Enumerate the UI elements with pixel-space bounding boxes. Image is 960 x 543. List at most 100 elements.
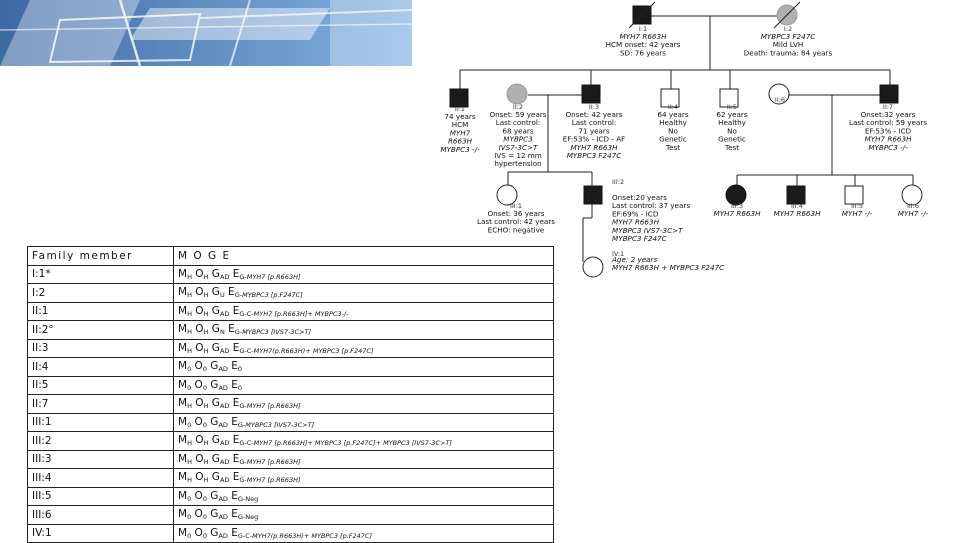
table-row: I:1*MH OH GAD EG-MYH7 [p.R663H] — [27, 264, 554, 284]
female-symbol — [768, 83, 790, 105]
male-symbol — [786, 185, 806, 205]
moge-term: GAD — [210, 526, 228, 540]
person-annotation-line: Onset: 36 years — [487, 209, 544, 218]
moge-code-cell: MH OH GAD EG-C-MYH7 [p.R663H]+ MYBPC3 [p… — [173, 431, 554, 451]
moge-term: MH — [178, 341, 192, 355]
column-header-family-member: Family member — [27, 246, 174, 266]
male-symbol — [449, 88, 469, 108]
moge-term: MH — [178, 452, 192, 466]
moge-term: GN — [211, 323, 225, 337]
person-annotation-line: MYH7 R663H + MYBPC3 F247C — [612, 263, 724, 272]
moge-term: MH — [178, 397, 192, 411]
person-id-label: III:3 — [731, 202, 743, 210]
family-member-cell: I:2 — [27, 283, 174, 303]
person-annotation-line: 62 years — [716, 110, 747, 119]
person-id-label: II:7 — [883, 103, 893, 111]
moge-term: O0 — [194, 415, 207, 429]
moge-term-e: EG-C-MYH7 [p.R663H]+ MYBPC3-/- — [232, 304, 349, 318]
family-member-cell: II:5 — [27, 375, 174, 395]
moge-term: GAD — [211, 304, 230, 318]
moge-term: GAD — [211, 397, 230, 411]
female-symbol — [496, 184, 518, 206]
person-annotation-line: MYBPC3 F247C — [761, 32, 816, 41]
person-annotation-line: hypertension — [494, 159, 541, 168]
moge-term: O0 — [194, 526, 207, 540]
moge-term: OH — [195, 434, 209, 448]
moge-term: OH — [195, 304, 209, 318]
person-id-label: III:4 — [791, 202, 803, 210]
family-member-cell: III:1 — [27, 412, 174, 432]
moge-term: O0 — [194, 378, 207, 392]
moge-term-e: EG-MYH7 [p.R663H] — [232, 267, 301, 281]
person-annotation-line: Healthy — [718, 118, 747, 127]
male-symbol — [719, 88, 739, 108]
family-member-cell: II:4 — [27, 357, 174, 377]
person-id-label: II:5 — [727, 103, 737, 111]
moge-term: O0 — [194, 360, 207, 374]
pedigree-person-ii-6: II:6 — [768, 83, 790, 105]
moge-code-cell: MH OH GAD EG-MYH7 [p.R663H] — [173, 264, 554, 284]
person-annotation-line: Genetic — [718, 135, 746, 144]
moge-term-e: EG-MYH7 [p.R663H] — [232, 397, 301, 411]
moge-term: MH — [178, 323, 192, 337]
moge-term-e: EG-Neg — [231, 508, 259, 522]
moge-term: M0 — [178, 489, 192, 503]
moge-term-e: EG-Neg — [231, 489, 259, 503]
family-member-cell: III:2 — [27, 431, 174, 451]
person-annotation-line: ECHO: negative — [488, 225, 545, 234]
moge-term: GAD — [211, 471, 230, 485]
moge-term: M0 — [178, 508, 192, 522]
family-member-cell: III:4 — [27, 468, 174, 488]
male-symbol — [583, 185, 603, 205]
moge-code-cell: M0 O0 GAD EG-Neg — [173, 505, 554, 525]
person-annotation-line: MYH7 R663H — [612, 218, 660, 227]
moge-code-cell: M0 O0 GAD EG-C-MYH7(p.R663H)+ MYBPC3 [p.… — [173, 523, 554, 543]
person-annotation-line: MYH7 R663H — [865, 135, 913, 144]
person-annotation-line: Death: trauma: 84 years — [744, 48, 833, 57]
person-annotation-line: Healthy — [659, 118, 688, 127]
person-id-label: III:5 — [851, 202, 863, 210]
deceased-slash — [773, 1, 801, 29]
moge-code-cell: MH OH GU EG-MYBPC3 [p.F247C] — [173, 283, 554, 303]
family-member-cell: III:5 — [27, 486, 174, 506]
moge-term-e: EG-MYBPC3 [IVS7-3C>T] — [231, 415, 315, 429]
person-annotation-line: Onset:20 years — [612, 193, 667, 202]
person-annotation-line: Onset: 59 years — [489, 110, 546, 119]
moge-code-cell: MH OH GAD EG-MYH7 [p.R663H] — [173, 449, 554, 469]
family-member-cell: III:6 — [27, 505, 174, 525]
table-row: II:2°MH OH GN EG-MYBPC3 [IVS7-3C>T] — [27, 320, 554, 340]
person-id-label: II:2 — [513, 103, 523, 111]
moge-term: M0 — [178, 526, 192, 540]
person-annotation-line: Onset:32 years — [861, 110, 916, 119]
moge-term: OH — [195, 471, 209, 485]
person-annotation-line: Last control: — [496, 118, 541, 127]
moge-term-e: EG-C-MYH7(p.R663H)+ MYBPC3 [p.F247C] — [232, 341, 374, 355]
person-annotation-line: No — [727, 126, 737, 135]
moge-term: OH — [195, 286, 209, 300]
moge-code-cell: MH OH GAD EG-MYH7 [p.R663H] — [173, 468, 554, 488]
moge-term: OH — [195, 452, 209, 466]
person-annotation-line: IVS = 12 mm — [494, 151, 542, 160]
male-symbol — [879, 84, 899, 104]
person-annotation-line: Mild LVH — [773, 40, 804, 49]
moge-term: MH — [178, 286, 192, 300]
moge-term: GAD — [211, 452, 230, 466]
decorative-banner — [0, 0, 413, 67]
moge-term: GAD — [210, 489, 228, 503]
person-annotation-line: No — [668, 126, 678, 135]
moge-term: OH — [195, 397, 209, 411]
moge-term: M0 — [178, 360, 192, 374]
column-header-moge: M O G E — [173, 246, 554, 266]
table-header-row: Family member M O G E — [27, 246, 554, 266]
